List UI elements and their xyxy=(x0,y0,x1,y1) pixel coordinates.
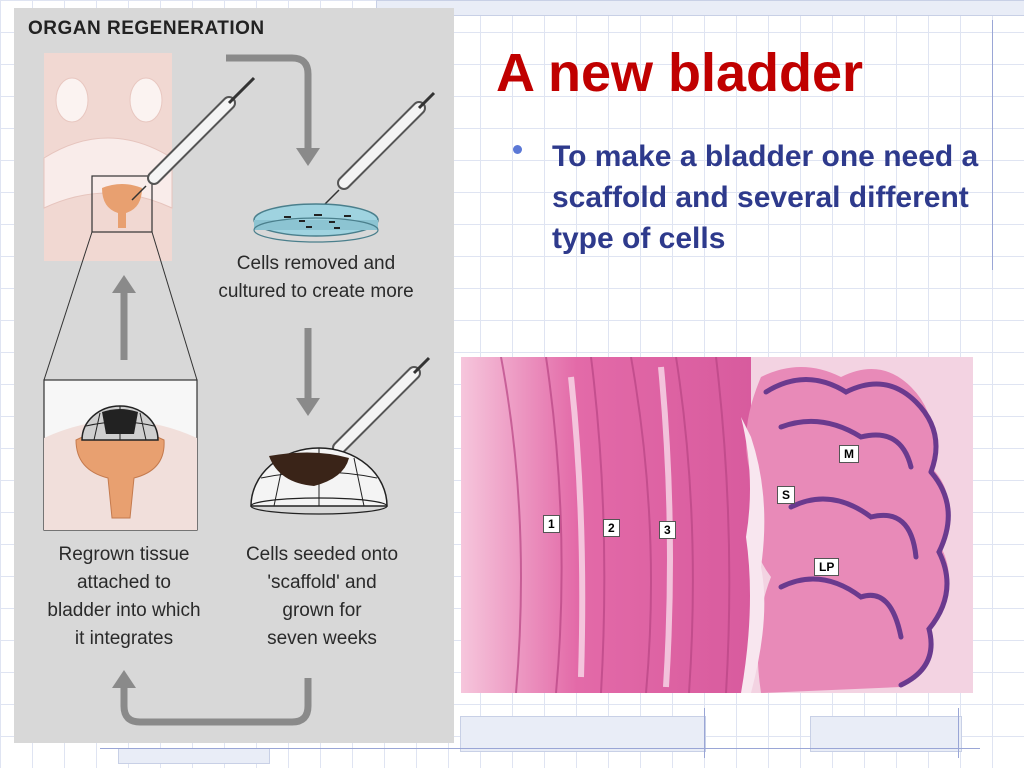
slide-title: A new bladder xyxy=(496,43,864,103)
bladder-histology-image: 1 2 3 M S LP xyxy=(461,356,973,694)
histology-label-s: S xyxy=(777,486,796,504)
decorative-line xyxy=(958,708,959,758)
histology-label-2: 2 xyxy=(603,519,620,537)
syringe-1 xyxy=(131,76,256,201)
decorative-band xyxy=(118,748,270,764)
figure-illustration xyxy=(43,53,436,726)
seeded-scaffold xyxy=(250,447,388,515)
decorative-band xyxy=(810,716,962,752)
histology-label-1: 1 xyxy=(543,515,560,533)
decorative-line xyxy=(704,708,705,758)
histology-illustration xyxy=(461,356,973,694)
flow-arrows xyxy=(120,54,312,726)
figure-title: ORGAN REGENERATION xyxy=(28,18,265,39)
histology-label-lp: LP xyxy=(814,558,840,576)
caption-regrown-tissue: Regrown tissue attached to bladder into … xyxy=(47,544,201,649)
decorative-line xyxy=(100,748,980,749)
histology-label-m: M xyxy=(839,445,859,463)
organ-regeneration-figure: ORGAN REGENERATION xyxy=(14,8,454,743)
culture-dish xyxy=(253,203,379,243)
histology-label-3: 3 xyxy=(659,521,676,539)
syringe-2 xyxy=(318,91,436,211)
integrated-bladder xyxy=(43,379,198,531)
bullet-text: To make a bladder one need a scaffold an… xyxy=(552,140,979,255)
decorative-line xyxy=(992,20,993,270)
arrow-heads xyxy=(112,148,320,688)
caption-cells-removed: Cells removed and cultured to create mor… xyxy=(218,253,414,302)
decorative-band xyxy=(460,716,706,752)
decorative-band xyxy=(376,0,1024,16)
caption-cells-seeded: Cells seeded onto 'scaffold' and grown f… xyxy=(245,544,399,649)
bullet-icon xyxy=(513,145,522,154)
pelvis-illustration xyxy=(43,53,173,261)
